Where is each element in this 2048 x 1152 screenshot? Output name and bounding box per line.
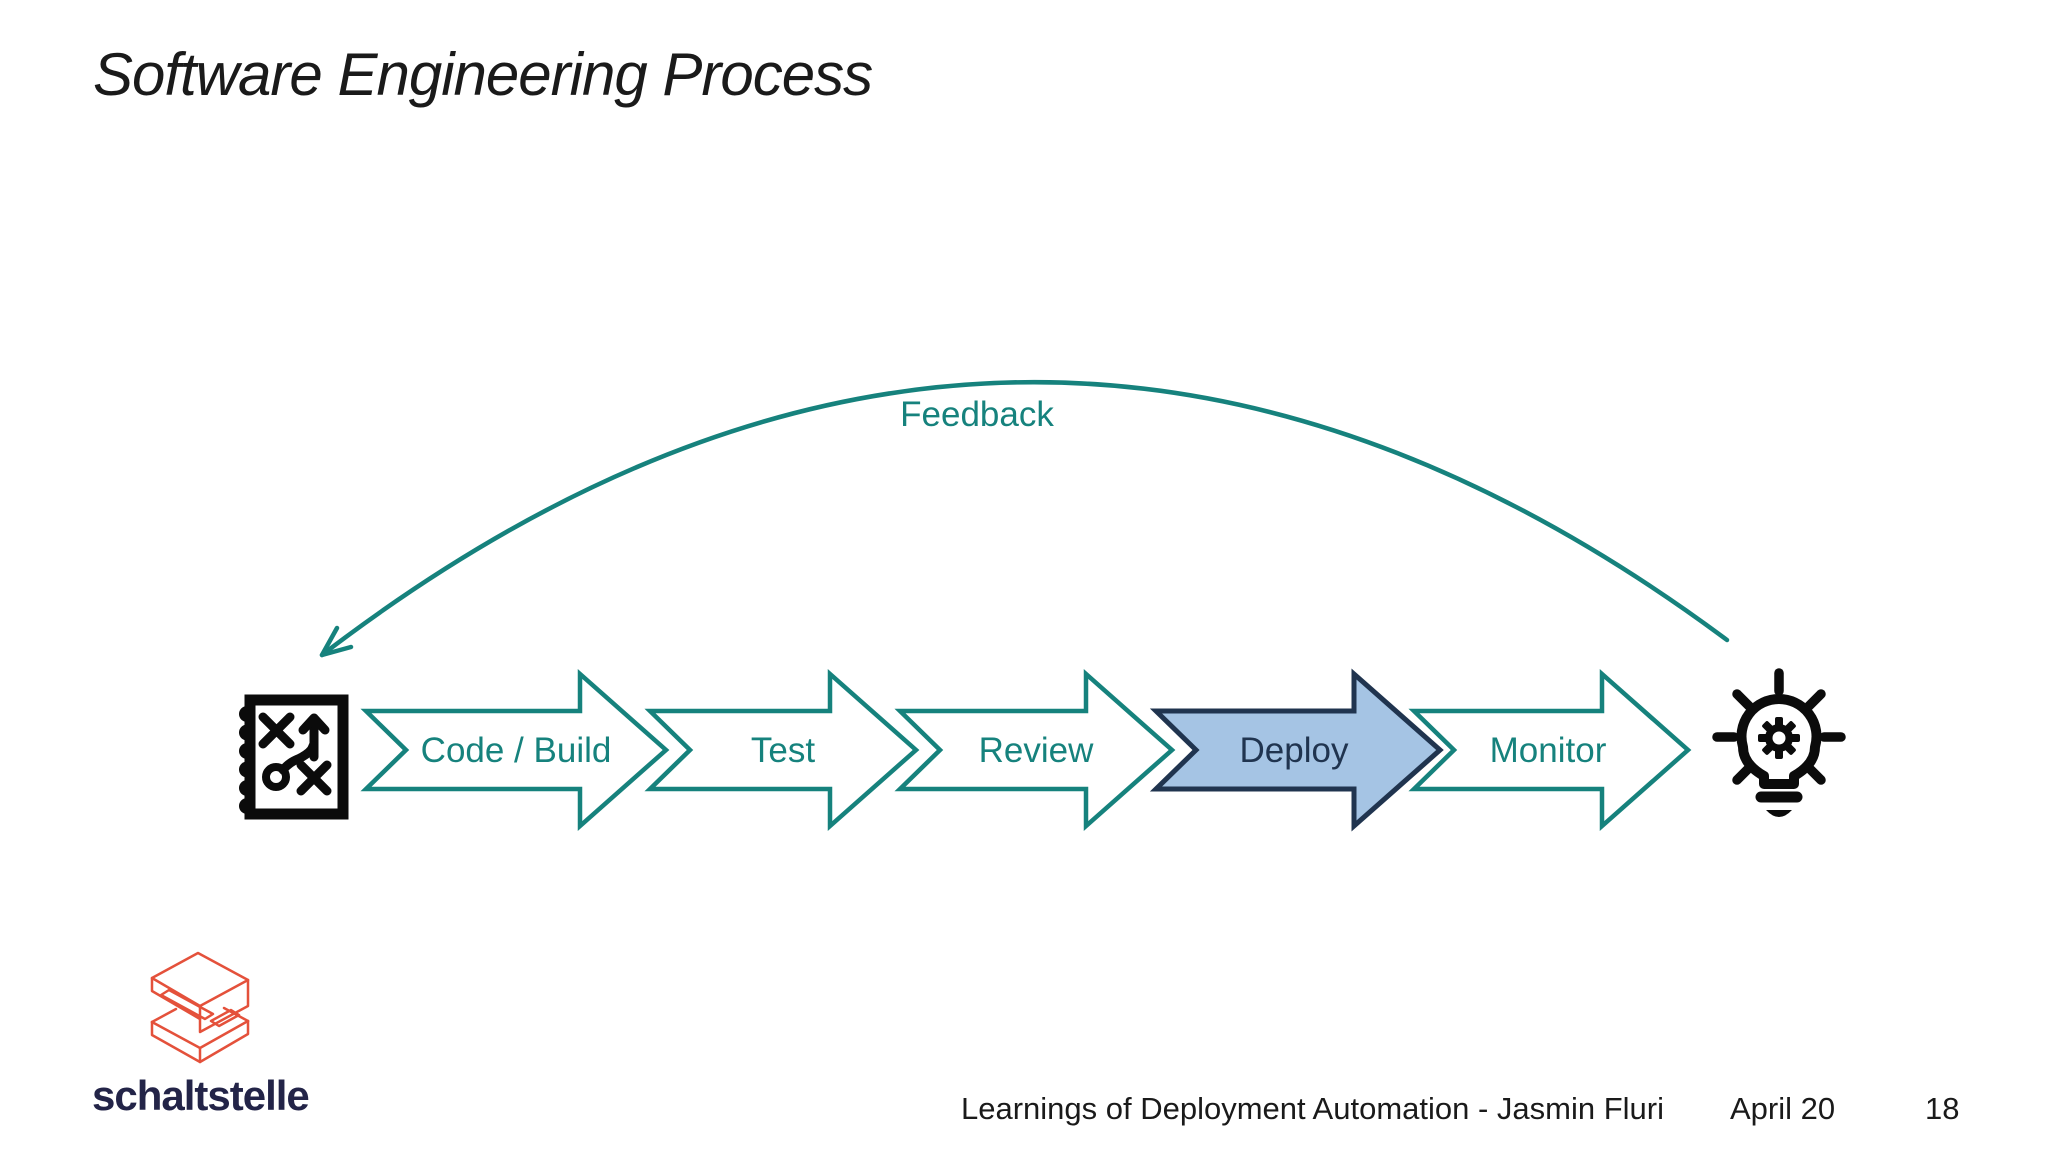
step-label-review: Review xyxy=(978,731,1094,770)
step-label-monitor: Monitor xyxy=(1489,731,1607,770)
arrow-monitor xyxy=(1408,669,1692,831)
page-title: Software Engineering Process xyxy=(93,41,873,108)
feedback-label: Feedback xyxy=(900,395,1054,434)
footer-title: Learnings of Deployment Automation - Jas… xyxy=(961,1091,1664,1126)
step-label-deploy: Deploy xyxy=(1239,731,1349,770)
step-label-code-build: Code / Build xyxy=(420,731,612,770)
arrow-test xyxy=(644,669,920,831)
step-label-test: Test xyxy=(750,731,816,770)
logo-wordmark: schaltstelle xyxy=(92,1072,310,1119)
arrow-deploy xyxy=(1149,668,1444,832)
step-arrows xyxy=(360,668,1692,832)
footer-date: April 20 xyxy=(1730,1091,1836,1126)
lightbulb-gear-icon xyxy=(1712,668,1846,817)
arrow-review xyxy=(894,669,1176,831)
page-number: 18 xyxy=(1925,1091,1960,1126)
arrow-code-build xyxy=(360,669,670,831)
feedback-arrow xyxy=(319,379,1730,658)
isometric-cube-logo-icon xyxy=(150,951,250,1064)
strategy-notebook-icon xyxy=(239,694,349,820)
